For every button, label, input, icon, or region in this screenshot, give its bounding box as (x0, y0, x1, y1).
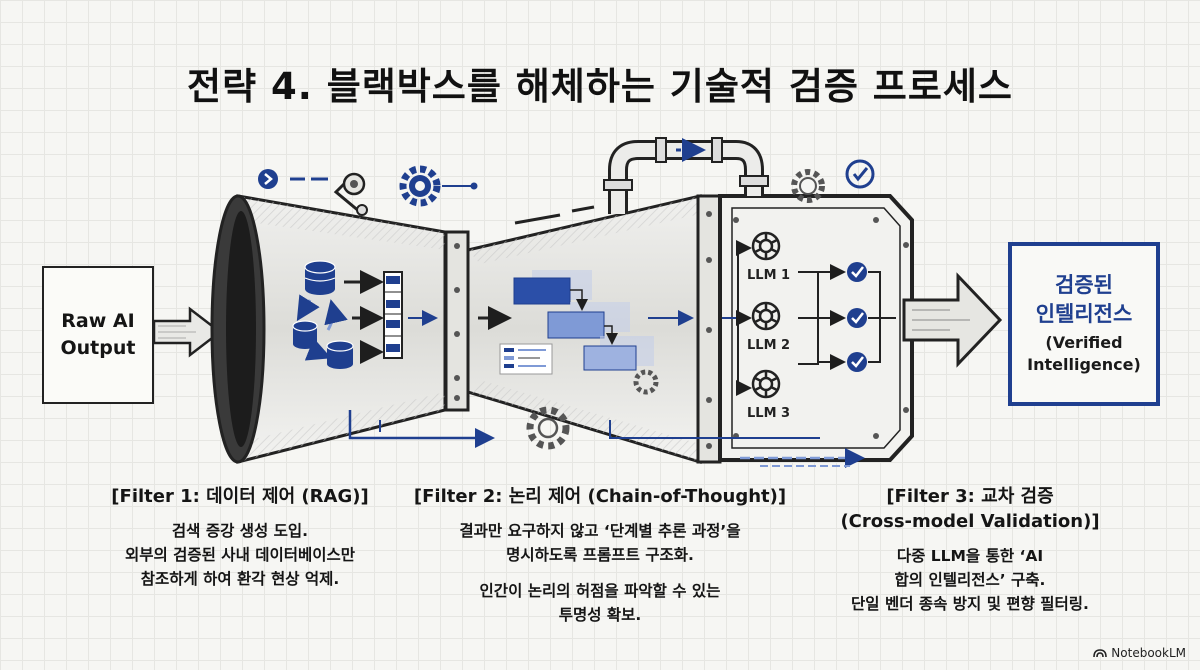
filter-2-caption: [Filter 2: 논리 제어 (Chain-of-Thought)] 결과만… (410, 484, 790, 627)
input-arrow (152, 306, 223, 358)
filter-2-description-2: 인간이 논리의 허점을 파악할 수 있는 투명성 확보. (479, 582, 721, 625)
llm-label-3: LLM 3 (747, 406, 791, 421)
llm-label-1: LLM 1 (747, 268, 791, 283)
flange-2 (696, 194, 722, 464)
flow-arrow (304, 338, 332, 361)
speed-line (514, 213, 561, 225)
return-line (609, 420, 820, 439)
filter-1-description: 검색 증강 생성 도입. 외부의 검증된 사내 데이터베이스만 참조하게 하여 … (124, 522, 356, 589)
check-circle-icon (845, 159, 875, 189)
gear-icon (399, 165, 441, 207)
llm-model-icon (751, 231, 781, 261)
filter-3-caption: [Filter 3: 교차 검증 (Cross-model Validation… (800, 484, 1140, 616)
filter-3-description: 다중 LLM을 통한 ‘AI 합의 인텔리전스’ 구축. 단일 벤더 종속 방지… (851, 547, 1089, 614)
verified-intelligence-box: 검증된 인텔리전스 (Verified Intelligence) (1008, 242, 1160, 406)
gear-outline-icon (633, 369, 659, 395)
validation-chamber (718, 194, 914, 462)
raw-ai-output-box: Raw AI Output (42, 266, 154, 404)
verified-intelligence-ko: 검증된 인텔리전스 (1035, 273, 1133, 326)
brand-name: NotebookLM (1111, 646, 1186, 660)
filter-grid (383, 271, 403, 359)
check-circle-icon (847, 308, 867, 328)
llm-label-2: LLM 2 (747, 338, 791, 353)
gear-outline-icon (791, 169, 825, 203)
check-circle-icon (847, 262, 867, 282)
flow-arrow (324, 299, 348, 331)
return-line (348, 410, 495, 448)
filter-2-description: 결과만 요구하지 않고 ‘단계별 추론 과정’을 명시하도록 프롬프트 구조화. (459, 522, 741, 565)
filter-3-heading: [Filter 3: 교차 검증 (Cross-model Validation… (840, 486, 1100, 533)
verified-intelligence-en: (Verified Intelligence) (1027, 332, 1141, 375)
output-arrow (902, 272, 1003, 368)
gear-outline-icon (526, 406, 570, 450)
filter-2-heading: [Filter 2: 논리 제어 (Chain-of-Thought)] (413, 486, 787, 507)
reasoning-steps (499, 270, 654, 375)
speed-line (571, 205, 595, 213)
brand-icon (1093, 649, 1108, 658)
llm-model-icon (751, 301, 781, 331)
flange-1 (444, 230, 470, 412)
merge-bracket (868, 271, 896, 363)
filter-1-caption: [Filter 1: 데이터 제어 (RAG)] 검색 증강 생성 도입. 외부… (70, 484, 410, 591)
bypass-pipe (603, 137, 769, 214)
filter-1-heading: [Filter 1: 데이터 제어 (RAG)] (111, 486, 369, 507)
rag-funnel (210, 194, 447, 464)
brand-logo: NotebookLM (1093, 646, 1186, 660)
database-icon (292, 320, 318, 349)
database-icon (326, 340, 354, 369)
connector-dot (470, 182, 478, 190)
valve-icon (333, 172, 368, 216)
llm-model-icon (751, 369, 781, 399)
flow-arrow (296, 294, 320, 322)
check-circle-icon (847, 352, 867, 372)
database-icon (304, 260, 336, 295)
chevron-right-icon (258, 169, 328, 189)
page-title: 전략 4. 블랙박스를 해체하는 기술적 검증 프로세스 (187, 65, 1013, 108)
